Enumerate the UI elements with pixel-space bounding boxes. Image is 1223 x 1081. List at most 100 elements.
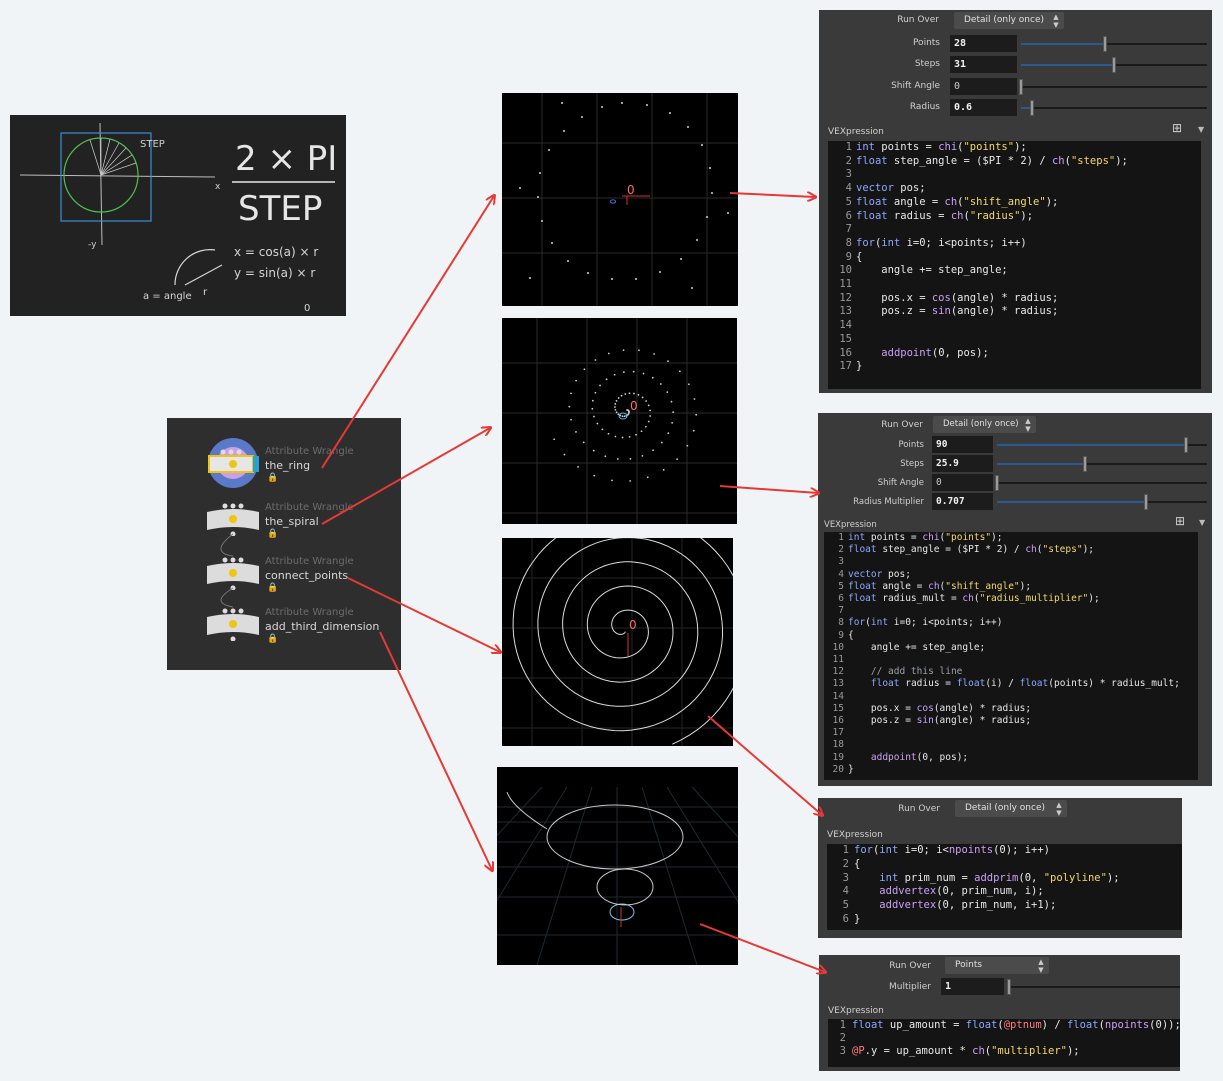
radius-field[interactable]: 0.6	[950, 99, 1017, 116]
viewport-ring[interactable]: 0 0	[502, 93, 738, 306]
spiral-point	[678, 370, 681, 373]
chalk-r-label: r	[203, 287, 208, 298]
points-slider[interactable]	[997, 437, 1207, 453]
viewport-origin-label: 0	[629, 618, 637, 632]
code-line: float angle = ch("shift_angle");	[856, 195, 1059, 208]
add-parameter-icon[interactable]: ⊞	[1172, 121, 1183, 135]
run-over-dropdown[interactable]: Detail (only once) ▲▼	[955, 800, 1067, 817]
chalk-eq-x: x = cos(a) × r	[234, 245, 318, 259]
line-number: 3	[839, 1045, 846, 1058]
run-over-dropdown[interactable]: Detail (only once) ▲▼	[933, 416, 1036, 433]
line-number: 14	[839, 319, 852, 332]
code-lines: int points = chi("points");float step_an…	[856, 141, 1201, 389]
line-number: 3	[842, 871, 849, 884]
line-number: 4	[842, 885, 849, 898]
slider-handle[interactable]	[1184, 437, 1188, 453]
param-label: Steps	[914, 59, 940, 69]
code-line	[848, 605, 1198, 617]
node-the-spiral[interactable]: Attribute Wrangle the_spiral 🔒	[167, 498, 401, 544]
chalk-y-axis	[99, 122, 103, 246]
slider-handle[interactable]	[1083, 456, 1088, 472]
line-number: 15	[839, 332, 852, 345]
vexpression-label: VEXpression	[828, 127, 884, 137]
code-line: int points = chi("points");	[856, 141, 1027, 153]
param-label: Radius	[909, 102, 940, 112]
spiral-point	[640, 430, 643, 433]
param-panel-connect-points: Run Over Detail (only once) ▲▼ VEXpressi…	[818, 798, 1182, 938]
line-number: 15	[832, 702, 844, 714]
node-name-label: connect_points	[265, 569, 349, 582]
steps-slider[interactable]	[1021, 57, 1207, 73]
node-name-label: the_ring	[265, 459, 311, 472]
multiplier-field[interactable]: 1	[941, 978, 1004, 995]
spiral-point	[628, 392, 631, 395]
shift-angle-slider[interactable]	[995, 475, 1207, 491]
viewport-3d[interactable]	[497, 767, 738, 965]
code-line: {	[854, 857, 861, 870]
run-over-dropdown[interactable]: Detail (only once) ▲▼	[954, 12, 1064, 29]
steps-field[interactable]: 31	[950, 56, 1017, 73]
shift-angle-slider[interactable]	[1019, 79, 1207, 95]
spiral-point	[633, 392, 635, 395]
vexpression-label: VEXpression	[824, 520, 877, 530]
viewport-connected[interactable]: 0	[502, 538, 733, 746]
points-slider[interactable]	[1021, 36, 1207, 52]
chevron-down-icon[interactable]: ▼	[1198, 125, 1205, 134]
spinner-arrows-icon: ▲▼	[1038, 958, 1044, 974]
code-line	[848, 654, 1198, 666]
param-label: Points	[912, 38, 940, 48]
spiral-point	[582, 441, 585, 444]
multiplier-slider[interactable]	[1007, 979, 1180, 995]
spiral-point	[607, 432, 610, 435]
spiral-point	[613, 373, 616, 376]
slider-handle[interactable]	[1019, 79, 1023, 95]
code-line: float radius_mult = ch("radius_multiplie…	[848, 593, 1100, 605]
steps-field[interactable]: 25.9	[932, 455, 993, 472]
node-the-ring[interactable]: Attribute Wrangle the_ring 🔒	[167, 438, 401, 488]
run-over-dropdown[interactable]: Points ▲▼	[945, 957, 1049, 974]
spiral-point	[596, 422, 599, 425]
node-connect-points[interactable]: Attribute Wrangle connect_points 🔒	[167, 552, 401, 598]
radius-multiplier-slider[interactable]	[997, 494, 1207, 510]
spiral-point	[632, 370, 635, 373]
shift-angle-field[interactable]: 0	[950, 78, 1017, 95]
points-field[interactable]: 28	[950, 35, 1017, 52]
slider-handle[interactable]	[1030, 100, 1035, 116]
spiral-point	[575, 431, 577, 433]
points-field[interactable]: 90	[932, 436, 993, 453]
spiral-polyline	[512, 538, 733, 745]
chevron-down-icon[interactable]: ▼	[1199, 518, 1206, 527]
slider-handle[interactable]	[1102, 36, 1107, 52]
spiral-point	[652, 449, 654, 452]
code-line: }	[854, 912, 861, 925]
code-line: float step_angle = ($PI * 2) / ch("steps…	[848, 544, 1095, 556]
run-over-value: Points	[955, 960, 983, 970]
slider-handle[interactable]	[1007, 979, 1011, 995]
slider-handle[interactable]	[995, 475, 999, 491]
chalk-formula-top: 2 × PI	[235, 139, 337, 179]
shift-angle-field[interactable]: 0	[932, 474, 993, 491]
code-line: }	[848, 763, 854, 775]
param-label: Points	[898, 440, 924, 450]
viewport-spiral[interactable]: 0	[502, 318, 737, 524]
code-line	[848, 739, 1198, 751]
run-over-value: Detail (only once)	[943, 419, 1019, 429]
radius-multiplier-field[interactable]: 0.707	[932, 493, 993, 510]
radius-slider[interactable]	[1021, 100, 1207, 116]
slider-handle[interactable]	[1112, 57, 1116, 73]
spiral-point	[695, 413, 698, 416]
spiral-point	[623, 415, 626, 418]
add-parameter-icon[interactable]: ⊞	[1175, 514, 1186, 528]
steps-slider[interactable]	[997, 456, 1207, 472]
param-label: Radius Multiplier	[853, 497, 924, 507]
spiral-point	[641, 454, 644, 457]
node-type-label: Attribute Wrangle	[265, 556, 354, 567]
wrangle-node-icon	[207, 503, 259, 536]
slider-handle[interactable]	[1144, 494, 1149, 510]
